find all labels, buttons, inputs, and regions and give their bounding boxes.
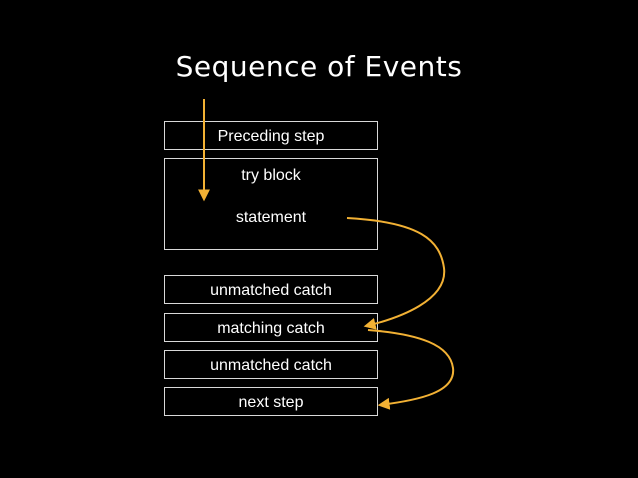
matching-catch-label: matching catch — [217, 320, 325, 337]
throw-arrow — [346, 217, 446, 330]
preceding-step-box: Preceding step — [164, 121, 378, 150]
next-step-label: next step — [238, 394, 304, 411]
next-step-box: next step — [164, 387, 378, 416]
statement-label: statement — [235, 209, 307, 226]
unmatched-catch-box-2: unmatched catch — [164, 350, 378, 379]
unmatched-catch-box-1: unmatched catch — [164, 275, 378, 304]
try-block-box: try block statement — [164, 158, 378, 250]
unmatched-catch-label-2: unmatched catch — [210, 357, 332, 374]
unmatched-catch-label-1: unmatched catch — [210, 282, 332, 299]
diagram-title: Sequence of Events — [175, 50, 463, 83]
matching-catch-box: matching catch — [164, 313, 378, 342]
preceding-step-label: Preceding step — [217, 128, 325, 145]
try-block-label: try block — [241, 167, 301, 184]
resume-arrow — [367, 329, 455, 410]
